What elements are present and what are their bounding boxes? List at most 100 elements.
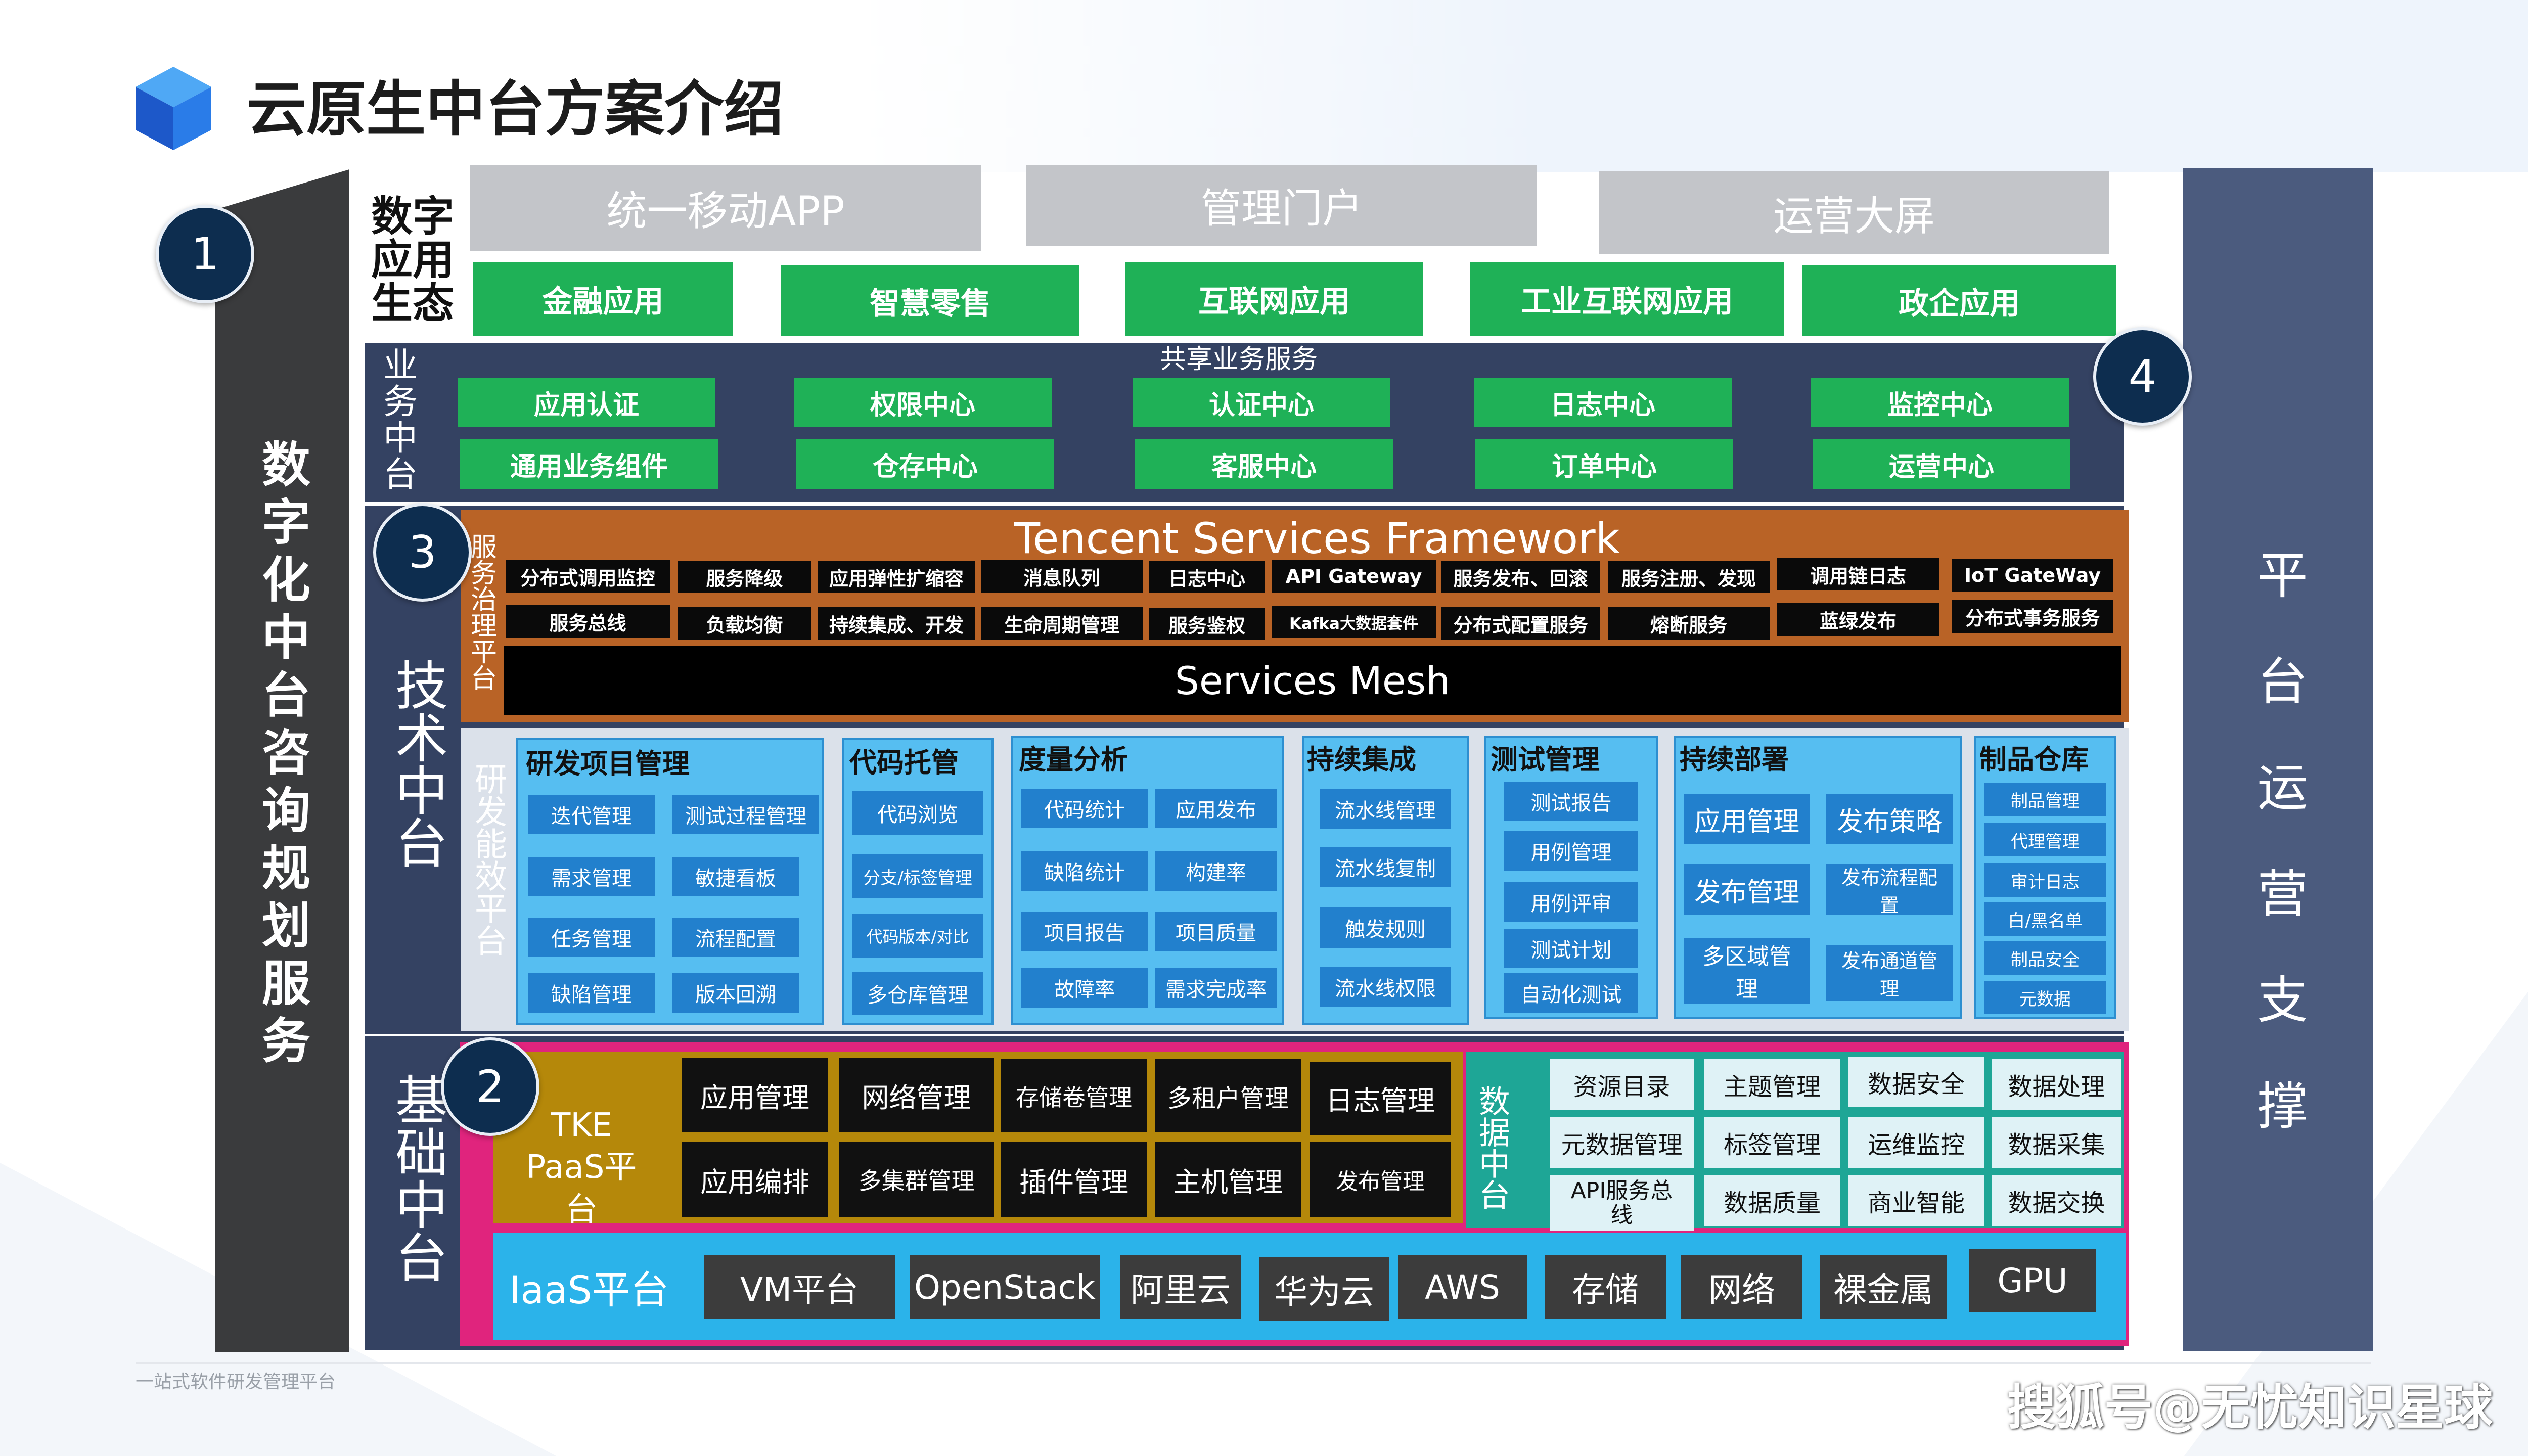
badge-2: 2 [441, 1037, 539, 1136]
item-pipeline-mgmt: 流水线管理 [1320, 789, 1451, 829]
item-requirements: 需求管理 [528, 857, 655, 896]
right-column-label: 平台运营支撑 [2183, 506, 2373, 1228]
item-multi-repo: 多仓库管理 [852, 972, 983, 1015]
item-pipeline-perm: 流水线权限 [1320, 967, 1451, 1007]
biz-customer-service: 客服中心 [1135, 439, 1393, 489]
item-test-process: 测试过程管理 [672, 795, 819, 834]
base-middle-label: 基础中台 [377, 1067, 458, 1289]
item-defect-stats: 缺陷统计 [1021, 851, 1148, 891]
iaas-aliyun: 阿里云 [1120, 1255, 1241, 1319]
data-metadata-mgmt: 元数据管理 [1550, 1117, 1694, 1168]
services-mesh: Services Mesh [504, 646, 2121, 715]
item-artifact-security: 制品安全 [1984, 941, 2106, 975]
base-middle-label-text: 基础中台 [386, 1073, 448, 1283]
item-code-version-diff: 代码版本/对比 [852, 914, 983, 958]
item-test-plan: 测试计划 [1504, 929, 1638, 968]
watermark: 搜狐号@无忧知识星球 [2007, 1379, 2493, 1436]
svc-iot-gateway: IoT GateWay [1952, 559, 2113, 592]
group-title: 研发项目管理 [526, 747, 690, 780]
ecosystem-label-line: 应用 [371, 236, 454, 284]
svc-distributed-tx: 分布式事务服务 [1952, 600, 2113, 633]
item-app-mgmt: 应用管理 [1684, 794, 1810, 844]
item-case-mgmt: 用例管理 [1504, 831, 1638, 871]
iaas-aws: AWS [1398, 1255, 1527, 1319]
tke-app-mgmt: 应用管理 [682, 1058, 828, 1132]
portal-mobile-app: 统一移动APP [470, 165, 981, 251]
group-title: 持续集成 [1307, 743, 1416, 776]
badge-3: 3 [373, 503, 472, 602]
badge-1: 1 [156, 205, 254, 303]
item-proxy-mgmt: 代理管理 [1984, 823, 2106, 856]
left-pillar [215, 169, 349, 1352]
tke-network-mgmt: 网络管理 [839, 1058, 994, 1132]
biz-app-auth: 应用认证 [458, 378, 715, 427]
tke-volume-mgmt: 存储卷管理 [1001, 1059, 1147, 1132]
portal-big-screen: 运营大屏 [1599, 171, 2109, 254]
tke-host-mgmt: 主机管理 [1155, 1142, 1301, 1217]
svc-kafka-suite: Kafka大数据套件 [1272, 606, 1436, 638]
devops-label: 研发能效平台 [463, 733, 513, 986]
header-background-band [860, 0, 2528, 172]
right-column-text: 平台运营支撑 [2248, 549, 2308, 1186]
footer-divider [136, 1362, 2371, 1364]
item-test-report: 测试报告 [1504, 782, 1638, 821]
item-auto-test: 自动化测试 [1504, 973, 1638, 1013]
item-release-strategy: 发布策略 [1826, 794, 1953, 844]
business-middle-label-text: 业务中台 [377, 347, 417, 492]
iaas-vm: VM平台 [704, 1255, 895, 1319]
group-title: 制品仓库 [1979, 743, 2089, 776]
svc-log-center: 日志中心 [1149, 561, 1265, 593]
tech-middle-label: 技术中台 [374, 652, 460, 875]
cube-logo-icon [136, 67, 211, 150]
item-release-mgmt: 发布管理 [1684, 864, 1810, 915]
svc-authz: 服务鉴权 [1149, 608, 1265, 640]
tsf-title: Tencent Services Framework [1014, 514, 1620, 563]
item-release-flow-config: 发布流程配置 [1826, 864, 1953, 917]
item-build-rate: 构建率 [1155, 851, 1277, 891]
item-version-rollback: 版本回溯 [672, 973, 799, 1013]
ecosystem-label-line: 生态 [371, 280, 454, 328]
tke-label: TKE PaaS平台 [526, 1107, 637, 1228]
tke-tenant-mgmt: 多租户管理 [1155, 1059, 1301, 1132]
svc-service-bus: 服务总线 [506, 605, 670, 638]
svc-lifecycle: 生命周期管理 [981, 607, 1143, 640]
group-title: 代码托管 [849, 746, 959, 779]
item-metadata: 元数据 [1984, 981, 2106, 1014]
biz-order-center: 订单中心 [1475, 439, 1733, 489]
app-smart-retail: 智慧零售 [781, 265, 1079, 336]
tke-log-mgmt: 日志管理 [1310, 1062, 1451, 1135]
data-exchange: 数据交换 [1992, 1175, 2121, 1226]
ecosystem-label: 数字 应用 生态 [362, 182, 463, 339]
svc-distributed-monitor: 分布式调用监控 [506, 560, 670, 593]
data-security: 数据安全 [1848, 1057, 1984, 1107]
biz-monitor-center: 监控中心 [1811, 378, 2069, 427]
data-quality: 数据质量 [1704, 1175, 1840, 1226]
right-column [2183, 168, 2373, 1351]
biz-storage-center: 仓存中心 [796, 439, 1054, 489]
page-title: 云原生中台方案介绍 [247, 74, 784, 144]
iaas-storage: 存储 [1545, 1255, 1666, 1319]
tke-multi-cluster: 多集群管理 [839, 1142, 994, 1217]
svc-distributed-config: 分布式配置服务 [1441, 607, 1600, 640]
item-release-channel: 发布通道管理 [1826, 945, 1953, 1001]
svc-circuit-breaker: 熔断服务 [1608, 607, 1770, 640]
data-processing: 数据处理 [1992, 1059, 2121, 1110]
svc-release-rollback: 服务发布、回滚 [1441, 561, 1600, 593]
item-workflow: 流程配置 [672, 918, 799, 957]
item-agile-board: 敏捷看板 [672, 857, 799, 896]
tke-orchestration: 应用编排 [682, 1142, 828, 1217]
devops-label-text: 研发能效平台 [469, 762, 507, 957]
data-middle-label-text: 数据中台 [1473, 1085, 1510, 1210]
item-tasks: 任务管理 [528, 918, 655, 957]
item-branch-tag: 分支/标签管理 [852, 854, 983, 898]
biz-log-center: 日志中心 [1474, 378, 1732, 427]
data-bi: 商业智能 [1848, 1175, 1984, 1226]
data-resource-catalog: 资源目录 [1550, 1059, 1694, 1110]
svc-load-balance: 负载均衡 [678, 607, 811, 640]
item-req-completion: 需求完成率 [1155, 968, 1277, 1008]
svc-blue-green: 蓝绿发布 [1777, 603, 1939, 636]
group-title: 测试管理 [1491, 743, 1600, 776]
data-tag-mgmt: 标签管理 [1704, 1117, 1840, 1168]
item-iteration: 迭代管理 [528, 795, 655, 834]
data-api-bus: API服务总线 [1550, 1175, 1694, 1231]
